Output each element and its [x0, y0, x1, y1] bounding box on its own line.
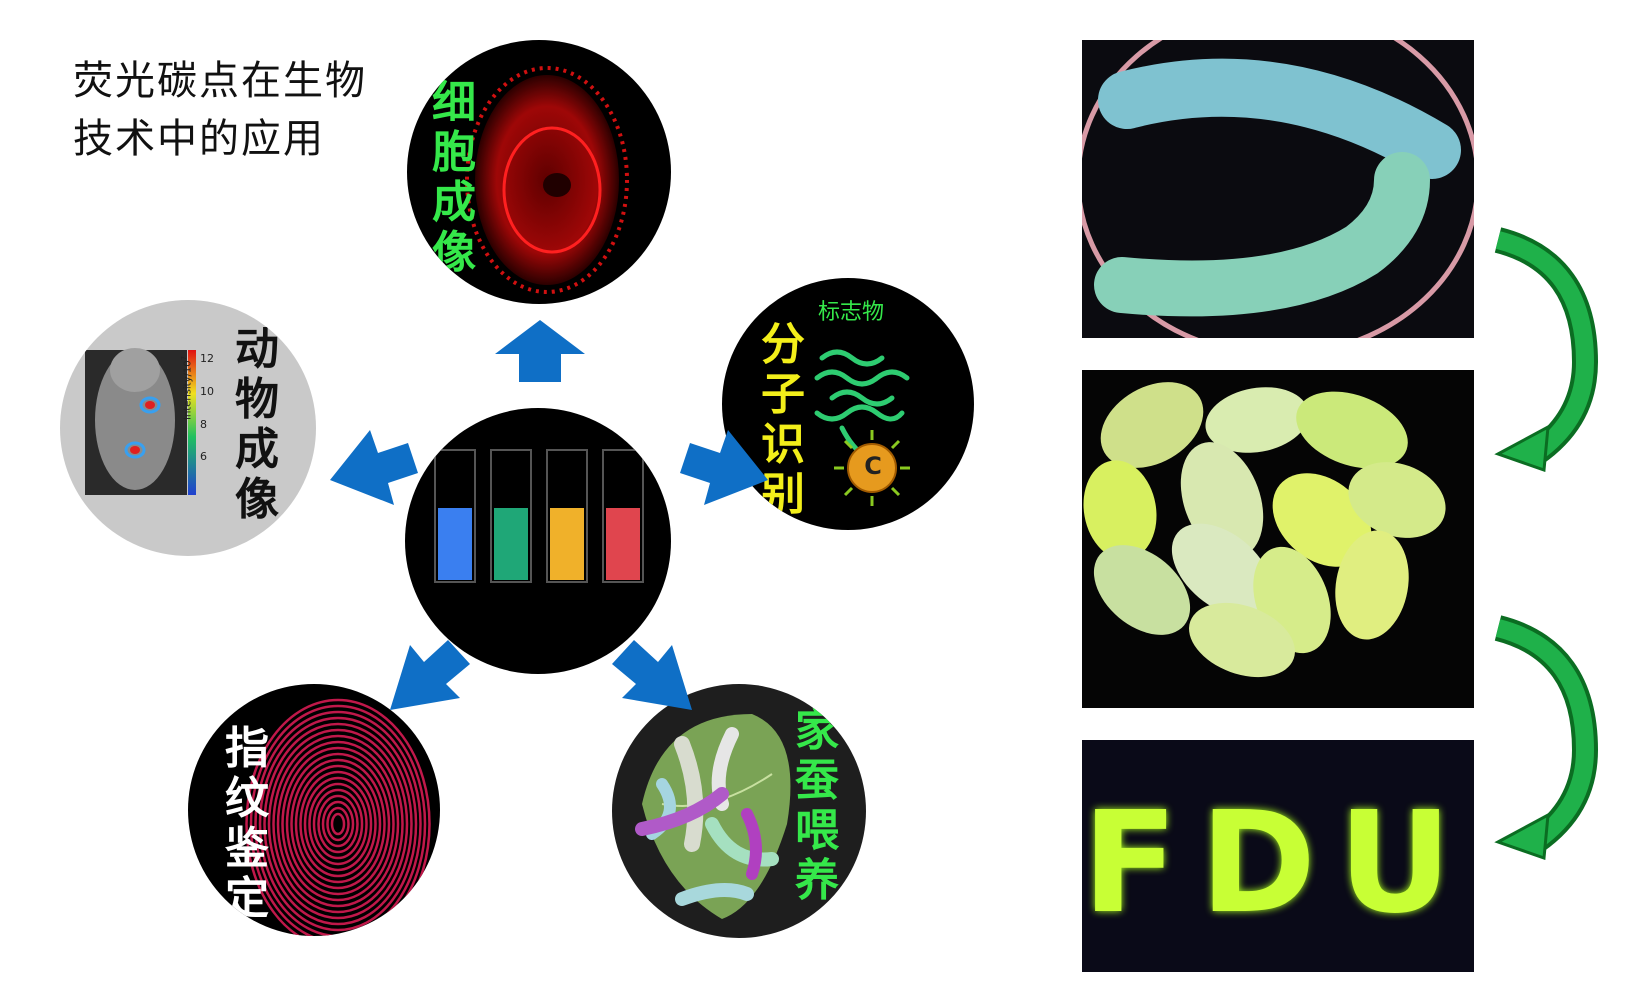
colorbar-tick-6: 6 — [200, 450, 207, 463]
fingerprint-ridge — [263, 722, 413, 926]
cocoon — [1171, 523, 1273, 617]
fingerprint-ridge — [330, 812, 346, 836]
arrow-up-left — [330, 430, 418, 505]
fingerprint-ridge — [294, 764, 382, 884]
fingerprint-ridge — [290, 758, 386, 890]
fingerprint-ridge — [308, 782, 368, 866]
cocoon — [1093, 545, 1191, 635]
fingerprint-ridge — [258, 716, 418, 932]
arrow-down-left — [390, 640, 470, 710]
vial-liquid — [550, 508, 584, 580]
c-label: C — [864, 452, 882, 480]
cell-imaging-label: 细胞成像 — [432, 77, 476, 278]
cell-imaging-circle: 细胞成像 — [407, 40, 671, 304]
arrow-up-right — [680, 430, 768, 505]
fingerprint-ridge — [303, 776, 373, 872]
cell-image — [465, 66, 629, 294]
fingerprint-ridge — [317, 794, 359, 854]
vials-illustration — [434, 449, 644, 583]
vial-glass — [546, 449, 588, 583]
center-vials-circle — [405, 408, 671, 674]
cocoon — [1083, 460, 1157, 560]
cocoon — [1348, 462, 1446, 538]
animal-imaging-label: 动物成像 — [235, 324, 279, 525]
arrow-up — [495, 320, 585, 382]
arrow-down-right — [612, 640, 692, 710]
silkworm-photo — [1082, 40, 1474, 338]
vial-liquid — [494, 508, 528, 580]
title-line-2: 技术中的应用 — [73, 116, 325, 162]
vial-glass — [434, 449, 476, 583]
fingerprint-ridge — [321, 800, 355, 848]
fingerprint-ridge — [326, 806, 350, 842]
fingerprint-ridge — [254, 710, 422, 936]
fingerprint-image — [245, 698, 431, 936]
green-arrow-2 — [1494, 615, 1599, 860]
title-line-1: 荧光碳点在生物 — [73, 58, 367, 104]
vial-glass — [490, 449, 532, 583]
fingerprint-ridge — [249, 704, 427, 936]
fingerprint-ridge — [299, 770, 377, 878]
fingerprint-circle: 指纹鉴定 — [188, 684, 440, 936]
fingerprint-ridge — [272, 734, 404, 914]
colorbar-tick-8: 8 — [200, 418, 207, 431]
molecular-recognition-label: 分子识别 — [761, 319, 805, 520]
fingerprint-ridge — [281, 746, 395, 902]
silkworm-circle: 家蚕喂养 — [612, 684, 866, 938]
silkworm-label: 家蚕喂养 — [795, 705, 839, 906]
colorbar-tick-12: 12 — [200, 352, 214, 365]
cocoon — [1272, 473, 1372, 567]
mouse-image — [85, 348, 196, 495]
fingerprint-ridge — [245, 698, 431, 936]
green-arrow-1 — [1494, 227, 1599, 472]
fingerprint-label: 指纹鉴定 — [225, 723, 269, 924]
vial-liquid — [606, 508, 640, 580]
fdu-text: FDU — [1082, 782, 1474, 945]
protein-image — [814, 349, 910, 506]
cocoons-photo — [1082, 370, 1474, 708]
fingerprint-ridge — [276, 740, 400, 908]
molecular-recognition-circle: C 标志物 分子识别 — [722, 278, 974, 530]
colorbar-title: Intensity/107 — [180, 355, 194, 420]
silkworm-photo-art — [1082, 40, 1474, 338]
vial-glass — [602, 449, 644, 583]
colorbar-tick-10: 10 — [200, 385, 214, 398]
fdu-photo: FDU — [1082, 740, 1474, 972]
cocoon — [1100, 382, 1204, 468]
silkworm-leaf-image — [635, 714, 791, 919]
cocoons-photo-art — [1083, 382, 1446, 678]
fingerprint-ridge — [312, 788, 364, 860]
fingerprint-ridge — [285, 752, 391, 896]
cocoon — [1296, 391, 1408, 469]
animal-imaging-circle: 12 10 8 6 Intensity/107 动物成像 — [60, 300, 316, 556]
cocoon — [1189, 602, 1295, 678]
cocoon — [1335, 530, 1409, 640]
diagram-title: 荧光碳点在生物 技术中的应用 — [73, 52, 367, 168]
marker-label: 标志物 — [818, 300, 885, 325]
sun-marker — [834, 430, 910, 506]
fingerprint-ridge — [267, 728, 409, 920]
cocoon — [1205, 387, 1309, 453]
vial-liquid — [438, 508, 472, 580]
